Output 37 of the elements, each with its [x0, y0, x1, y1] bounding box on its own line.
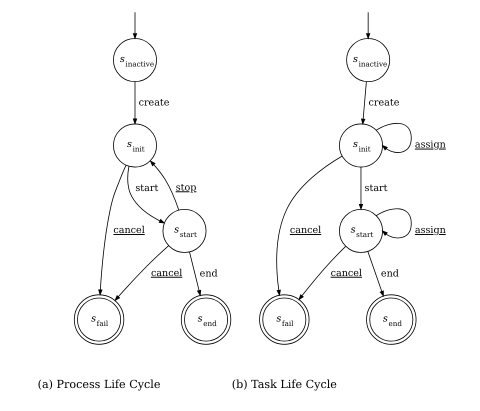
arrow [376, 208, 412, 238]
edge-label: stop [176, 182, 196, 194]
arrow [132, 12, 138, 40]
arrow [358, 166, 364, 210]
edge-label: create [368, 98, 400, 109]
node-circle: s$_{init}$ [339, 124, 383, 168]
edge-label: end [380, 268, 399, 280]
arrow [376, 122, 412, 153]
node-circle: s$_{start}$ [162, 208, 206, 253]
arrow [366, 12, 370, 40]
edge-label: cancel [150, 268, 182, 279]
arrow [189, 252, 202, 296]
arrow [114, 245, 169, 302]
node-circle: s$_{inactive}$ [346, 38, 390, 82]
arrow [360, 81, 367, 126]
node-circle: s$_{start}$ [339, 208, 383, 253]
edge-label: create [138, 98, 170, 109]
edge-label: cancel [113, 225, 145, 236]
label: (b) Task Life Cycle [232, 378, 337, 392]
edge-label: assign [414, 225, 446, 236]
arrow [127, 166, 166, 224]
arrow [150, 160, 180, 210]
edge-label: start [364, 183, 388, 194]
arrow [98, 164, 126, 296]
edge-label: cancel [330, 268, 362, 279]
node-circle: s$_{end}$ [366, 294, 416, 345]
arrow [367, 251, 384, 298]
edge-label: cancel [290, 225, 322, 236]
arrow [276, 156, 342, 296]
node-circle: s$_{end}$ [180, 294, 232, 345]
arrow [298, 246, 346, 300]
edge-label: start [135, 183, 158, 194]
node-circle: s$_{inactive}$ [113, 38, 157, 82]
arrow [132, 81, 138, 125]
edge-label: end [200, 268, 218, 280]
label: (a) Process Life Cycle [38, 378, 160, 392]
edge-label: assign [414, 140, 446, 151]
